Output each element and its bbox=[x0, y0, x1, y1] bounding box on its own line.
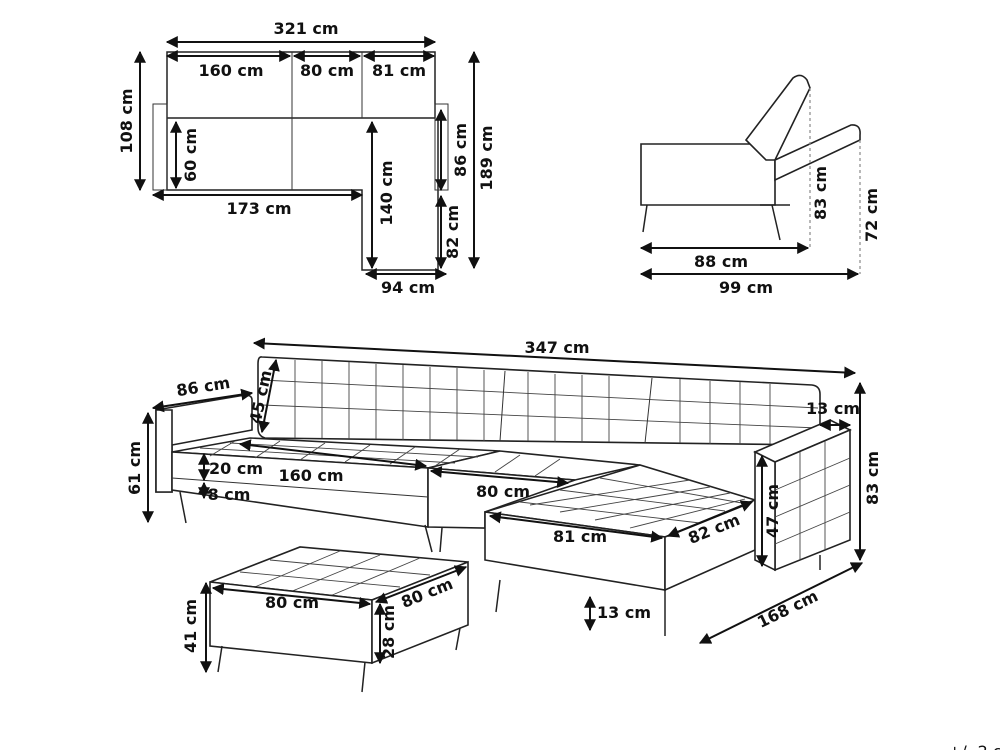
top-view-left-arm bbox=[152, 103, 168, 191]
top-view: 321 cm 160 cm 80 cm 81 cm 108 cm 60 cm 1… bbox=[117, 19, 496, 297]
label-86-arm: 86 cm bbox=[175, 373, 231, 400]
label-60: 60 cm bbox=[181, 128, 200, 182]
label-140: 140 cm bbox=[377, 160, 396, 225]
label-28: 28 cm bbox=[379, 605, 398, 659]
dim-168 bbox=[698, 562, 864, 644]
label-20: 20 cm bbox=[209, 459, 263, 478]
label-80: 80 cm bbox=[300, 61, 354, 80]
label-160-seat: 160 cm bbox=[278, 466, 343, 485]
label-47: 47 cm bbox=[763, 484, 782, 538]
label-82: 82 cm bbox=[443, 205, 462, 259]
dim-80-ottoman-d bbox=[374, 565, 468, 604]
side-view-front-leg bbox=[642, 204, 648, 233]
label-160: 160 cm bbox=[198, 61, 263, 80]
label-83: 83 cm bbox=[811, 166, 830, 220]
label-61: 61 cm bbox=[125, 441, 144, 495]
left-armrest-front bbox=[155, 409, 173, 493]
dim-160-seat bbox=[238, 439, 428, 471]
side-view-body bbox=[640, 143, 776, 206]
label-99: 99 cm bbox=[719, 278, 773, 297]
armrest-tufting bbox=[774, 441, 851, 560]
dim-45 bbox=[258, 358, 280, 434]
dim-80-seat bbox=[429, 465, 570, 489]
label-8: 8 cm bbox=[208, 485, 251, 504]
backrest bbox=[257, 356, 821, 446]
side-view-back-leg bbox=[771, 204, 781, 241]
label-81-chaise: 81 cm bbox=[553, 527, 607, 546]
label-168: 168 cm bbox=[754, 586, 821, 632]
side-view-reclined-back bbox=[774, 124, 861, 182]
label-72: 72 cm bbox=[862, 188, 881, 242]
label-88: 88 cm bbox=[694, 252, 748, 271]
dim-86-arm bbox=[151, 388, 254, 413]
dim-81-chaise bbox=[488, 511, 664, 543]
label-108: 108 cm bbox=[117, 88, 136, 153]
label-189: 189 cm bbox=[477, 125, 496, 190]
label-13-leg: 13 cm bbox=[597, 603, 651, 622]
dim-347 bbox=[252, 337, 857, 379]
side-view: 83 cm 72 cm 88 cm 99 cm bbox=[639, 74, 881, 297]
side-view-backrest bbox=[744, 74, 811, 161]
label-86: 86 cm bbox=[451, 123, 470, 177]
label-321: 321 cm bbox=[273, 19, 338, 38]
label-347: 347 cm bbox=[524, 338, 589, 357]
perspective-view: 347 cm 86 cm 45 cm 13 cm 61 cm 83 cm 20 … bbox=[125, 337, 882, 693]
seat-base-line bbox=[171, 477, 429, 498]
label-83-total: 83 cm bbox=[863, 451, 882, 505]
dim-82-chaise bbox=[666, 500, 754, 538]
dim-80-ottoman-w bbox=[211, 583, 372, 609]
label-41: 41 cm bbox=[181, 599, 200, 653]
top-view-outline bbox=[166, 51, 439, 271]
label-80-seat: 80 cm bbox=[476, 482, 530, 501]
label-173: 173 cm bbox=[226, 199, 291, 218]
label-13-arm: 13 cm bbox=[806, 399, 860, 418]
tolerance-note: +/- 2 c bbox=[948, 742, 1000, 750]
backrest-tufting bbox=[261, 360, 819, 444]
label-94: 94 cm bbox=[381, 278, 435, 297]
label-80-ottoman-w: 80 cm bbox=[265, 593, 319, 612]
ottoman-legs bbox=[217, 627, 461, 693]
label-81: 81 cm bbox=[372, 61, 426, 80]
